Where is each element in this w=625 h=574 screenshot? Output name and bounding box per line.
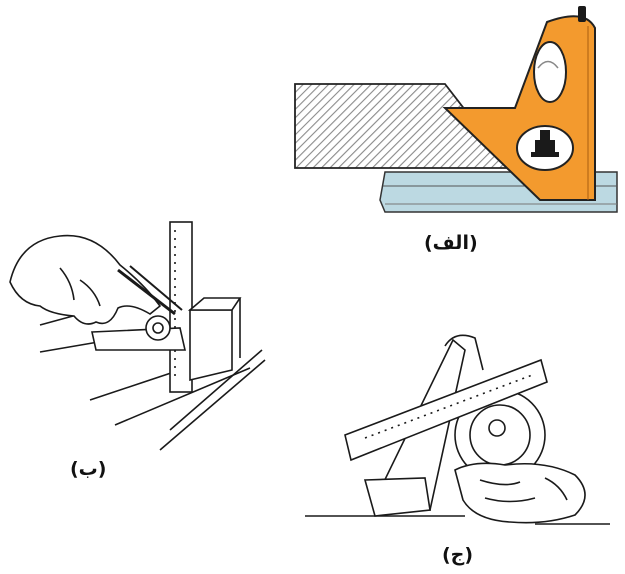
hand xyxy=(9,234,162,325)
hand-square-illustration xyxy=(9,221,266,451)
lock-nut xyxy=(535,140,555,152)
figure-caption-jim: (ج) xyxy=(442,544,474,566)
vertical-rule xyxy=(169,221,193,393)
square-head xyxy=(91,327,187,351)
hand xyxy=(454,462,586,524)
scriber-screw xyxy=(578,6,586,22)
protractor-dial xyxy=(145,315,171,341)
block xyxy=(189,309,233,382)
figure-caption-alef: (الف) xyxy=(424,232,478,254)
protractor-head-illustration xyxy=(305,334,610,525)
combination-square-illustration xyxy=(294,6,618,213)
figure-caption-be: (ب) xyxy=(70,458,107,480)
level-vial xyxy=(533,41,567,103)
steel-rule xyxy=(344,358,548,462)
